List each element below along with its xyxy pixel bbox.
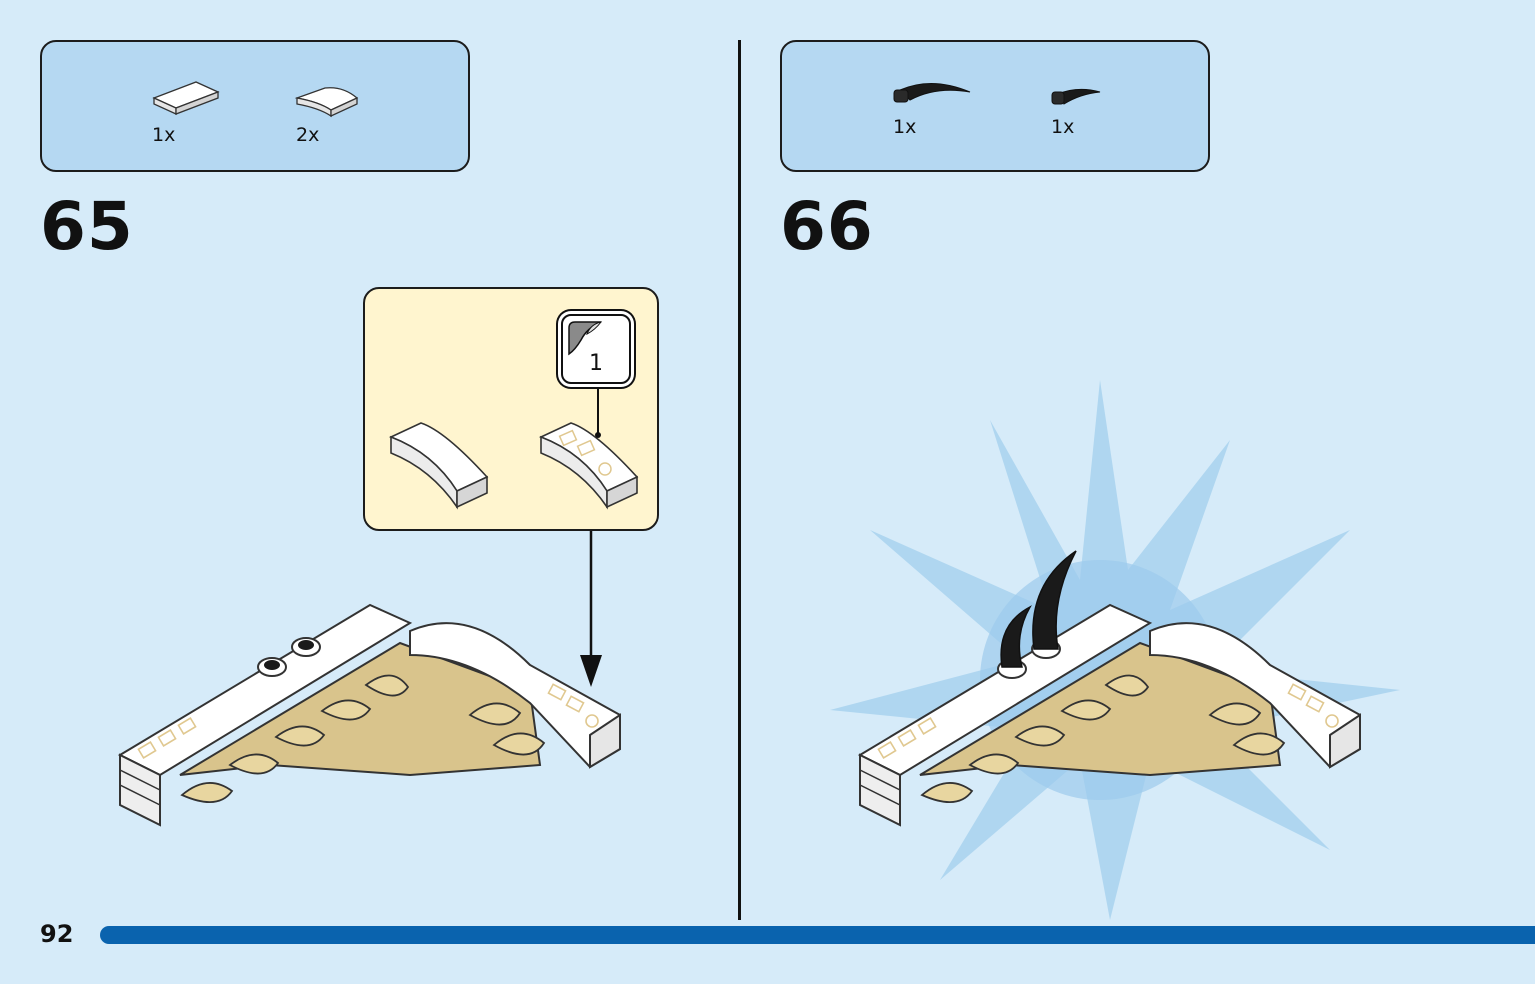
step-number: 66 bbox=[780, 188, 874, 265]
part-quantity: 1x bbox=[893, 116, 917, 138]
sticker-number: 1 bbox=[589, 351, 603, 376]
sub-assembly-callout: 1 bbox=[363, 287, 659, 531]
white-curved-slope-icon bbox=[295, 82, 365, 122]
part-quantity: 1x bbox=[1051, 116, 1075, 138]
step-66-parts-list: 1x 1x bbox=[780, 40, 1210, 172]
sticker-peel-icon bbox=[568, 321, 603, 356]
step-divider bbox=[738, 40, 741, 920]
black-horns bbox=[997, 550, 1077, 679]
step-65-model bbox=[117, 603, 621, 827]
sticker-badge: 1 bbox=[561, 314, 631, 384]
black-small-horn-icon bbox=[1050, 84, 1102, 108]
black-large-horn-icon bbox=[892, 78, 972, 108]
white-curved-slope-icon bbox=[385, 417, 495, 517]
step-65-parts-list: 1x 2x bbox=[40, 40, 470, 172]
build-progress-bar bbox=[100, 926, 1535, 944]
step-number: 65 bbox=[40, 188, 134, 265]
placement-arrow bbox=[580, 531, 602, 687]
white-tile-icon bbox=[152, 78, 222, 118]
stickered-curved-slope-icon bbox=[535, 417, 645, 517]
page-number: 92 bbox=[40, 920, 74, 948]
sticker-pointer-line bbox=[595, 383, 601, 438]
part-quantity: 1x bbox=[152, 124, 176, 146]
part-quantity: 2x bbox=[296, 124, 320, 146]
black-round-studs bbox=[257, 637, 321, 677]
step-66-model bbox=[857, 550, 1361, 827]
